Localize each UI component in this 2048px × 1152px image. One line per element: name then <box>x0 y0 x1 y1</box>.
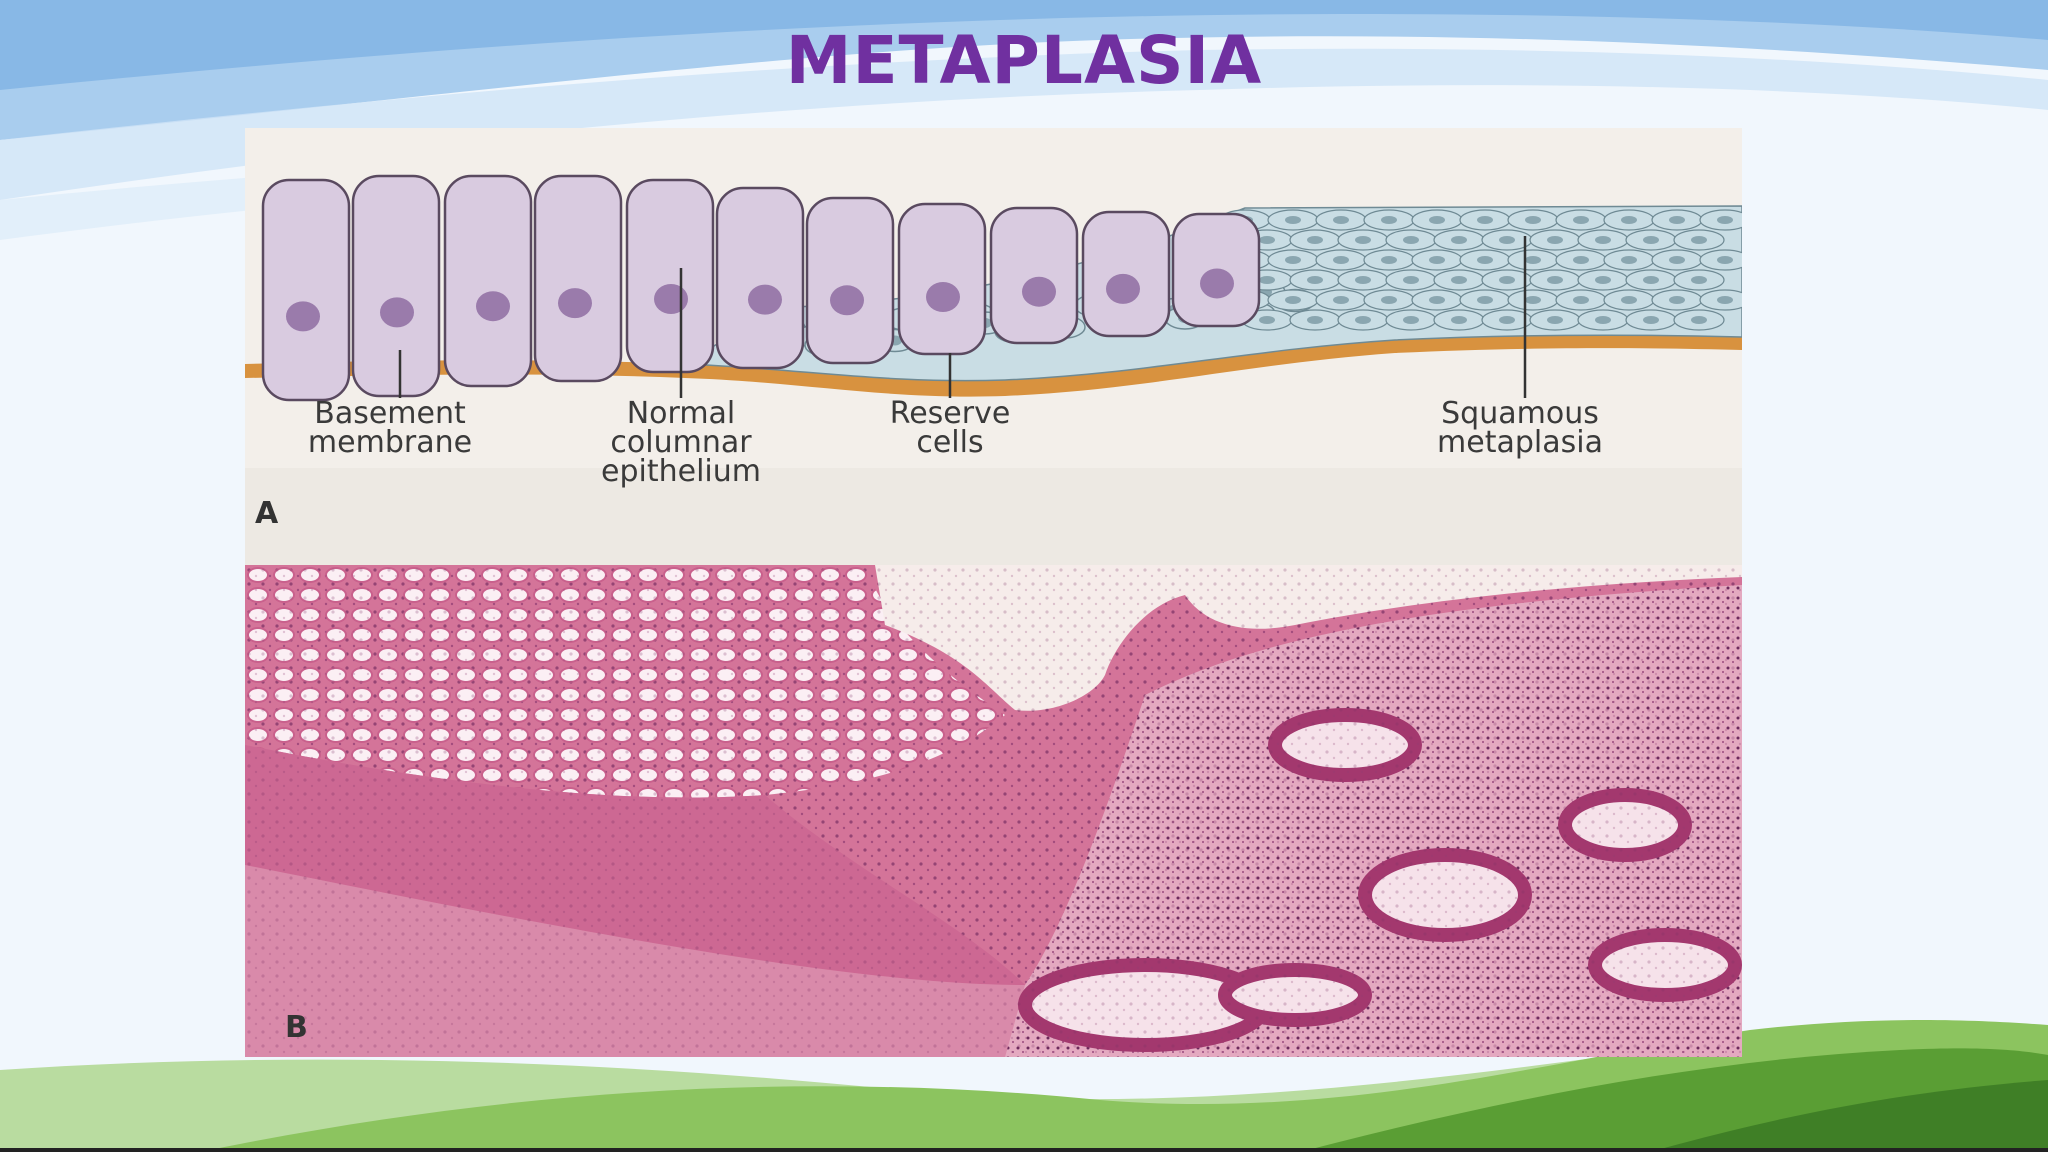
squamous-cell <box>1411 249 1463 271</box>
squamous-cell <box>1289 309 1341 331</box>
metaplasia-figure: Basement membrane Normal columnar epithe… <box>245 128 1742 1057</box>
squamous-cell <box>1385 269 1437 291</box>
squamous-cell <box>1411 209 1463 231</box>
squamous-cell <box>1577 229 1629 251</box>
squamous-cell <box>1625 309 1677 331</box>
schematic-diagram-panel: Basement membrane Normal columnar epithe… <box>245 128 1742 565</box>
squamous-cell <box>1385 229 1437 251</box>
squamous-cell <box>1577 309 1629 331</box>
squamous-cell <box>1555 209 1607 231</box>
basement-membrane-band <box>245 335 1742 397</box>
columnar-cell <box>897 202 987 356</box>
columnar-cell <box>261 178 351 402</box>
squamous-cell <box>1267 249 1319 271</box>
squamous-cells-group <box>1219 209 1742 331</box>
squamous-cell <box>1603 209 1655 231</box>
squamous-cell <box>1507 289 1559 311</box>
squamous-cell <box>1337 269 1389 291</box>
squamous-cell <box>1603 289 1655 311</box>
histology-micrograph-panel: B <box>245 565 1742 1057</box>
squamous-cell <box>1529 309 1581 331</box>
squamous-cell <box>1603 249 1655 271</box>
squamous-cell <box>1433 269 1485 291</box>
squamous-cell <box>1363 209 1415 231</box>
squamous-cell <box>1267 209 1319 231</box>
squamous-cell <box>1337 229 1389 251</box>
squamous-cell <box>1529 229 1581 251</box>
columnar-cell <box>351 174 441 398</box>
label-basement-membrane: Basement membrane <box>307 396 473 460</box>
squamous-cell <box>1459 289 1511 311</box>
columnar-cell <box>1081 210 1171 338</box>
squamous-cell <box>1651 209 1703 231</box>
squamous-cell <box>1529 269 1581 291</box>
squamous-cell <box>1363 289 1415 311</box>
label-squamous-metaplasia: Squamous metaplasia <box>1437 396 1603 460</box>
columnar-cell <box>1171 212 1261 328</box>
squamous-cell <box>1673 229 1725 251</box>
squamous-cell <box>1433 229 1485 251</box>
squamous-cell <box>1433 309 1485 331</box>
label-normal-columnar-epithelium: Normal columnar epithelium <box>601 396 761 489</box>
squamous-cell <box>1411 289 1463 311</box>
squamous-cell <box>1315 249 1367 271</box>
columnar-cell <box>805 196 895 365</box>
bottom-hills-decoration <box>0 1020 2048 1152</box>
columnar-cell <box>715 186 805 370</box>
squamous-cell <box>1699 209 1742 231</box>
columnar-cell <box>625 178 715 374</box>
squamous-cell <box>1459 249 1511 271</box>
squamous-cell <box>1555 289 1607 311</box>
columnar-cell <box>443 174 533 388</box>
squamous-cell <box>1289 269 1341 291</box>
squamous-cell <box>1673 309 1725 331</box>
squamous-cell <box>1289 229 1341 251</box>
squamous-cell <box>1459 209 1511 231</box>
panel-b-letter: B <box>285 1010 308 1045</box>
squamous-cell <box>1507 209 1559 231</box>
squamous-cell <box>1315 289 1367 311</box>
squamous-cell <box>1507 249 1559 271</box>
squamous-cell <box>1555 249 1607 271</box>
squamous-cell <box>1315 209 1367 231</box>
squamous-cell <box>1651 289 1703 311</box>
squamous-cell <box>1267 289 1319 311</box>
squamous-cell <box>1699 249 1742 271</box>
columnar-cell <box>533 174 623 383</box>
squamous-cell <box>1673 269 1725 291</box>
columnar-cell <box>989 206 1079 345</box>
squamous-cell <box>1481 309 1533 331</box>
squamous-cell <box>1625 269 1677 291</box>
squamous-cell <box>1385 309 1437 331</box>
squamous-cell <box>1699 289 1742 311</box>
squamous-cell <box>1651 249 1703 271</box>
squamous-cell <box>1577 269 1629 291</box>
label-reserve-cells: Reserve cells <box>889 396 1011 460</box>
slide-title: METAPLASIA <box>785 22 1263 99</box>
squamous-cell <box>1625 229 1677 251</box>
panel-a-letter: A <box>255 496 279 531</box>
squamous-cell <box>1363 249 1415 271</box>
columnar-cells-group <box>261 174 1261 402</box>
squamous-cell <box>1337 309 1389 331</box>
